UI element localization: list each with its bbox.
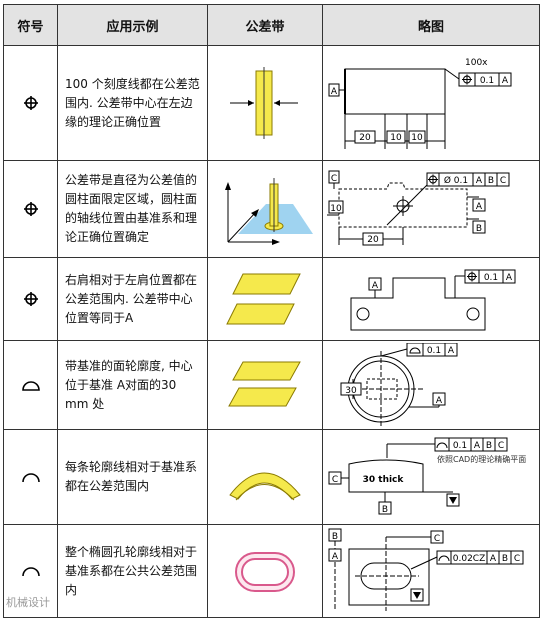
position-icon (24, 202, 38, 216)
datum-label: A (476, 202, 483, 212)
table-row: 每条轮廓线相对于基准系都在公差范围内 C 30 thick B (3, 429, 540, 525)
profile-line-icon (22, 473, 40, 483)
zone-cell (207, 340, 323, 430)
datum-label: A (436, 396, 443, 406)
symbol-cell (3, 340, 58, 430)
zone-cell (207, 160, 323, 258)
example-text: 100 个刻度线都在公差范围内. 公差带中心在左边缘的理论正确位置 (57, 45, 208, 161)
datum-label: C (332, 475, 338, 485)
sketch-hole-position: C 10 20 Ø 0.1 A B (327, 170, 510, 246)
datum-label: C (434, 534, 440, 544)
dim-label: 30 (345, 386, 357, 396)
frame-datum: B (502, 554, 508, 564)
frame-datum: B (488, 176, 494, 186)
watermark: 机械设计 (6, 596, 50, 609)
sketch-oval-hole: B A C 0.02CZ A B (328, 528, 524, 611)
frame-datum: A (490, 554, 497, 564)
frame-datum: A (502, 76, 509, 86)
sketch-cell: B A C 0.02CZ A B (322, 524, 540, 618)
table-row: 右肩相对于左肩位置都在公差范围内. 公差带中心位置等同于A A 0.1 A (3, 257, 540, 341)
cad-note: 依照CAD的理论精确平面 (437, 455, 527, 464)
zone-curved-band-illustration (229, 472, 301, 501)
symbol-cell (3, 45, 58, 161)
frame-datum: B (486, 441, 492, 451)
zone-cell (207, 429, 323, 525)
count-label: 100x (465, 58, 488, 68)
sketch-shoulders: A 0.1 A (350, 269, 516, 331)
zone-two-planes-illustration (228, 361, 301, 407)
frame-datum: C (498, 441, 504, 451)
sketch-cell: 30 0.1 A A (322, 340, 540, 430)
frame-datum: A (448, 346, 455, 356)
frame-value: 0.1 (484, 273, 498, 283)
table-row: 公差带是直径为公差值的圆柱面限定区域，圆柱面的轴线位置由基准系和理论正确位置确定… (3, 160, 540, 258)
frame-value: 0.1 (480, 76, 494, 86)
datum-label: A (372, 281, 379, 291)
tolerance-table: 符号 应用示例 公差带 略图 100 个刻度线都在公差范围内. 公差带中心在左边… (3, 4, 540, 618)
table-row: 100 个刻度线都在公差范围内. 公差带中心在左边缘的理论正确位置 A (3, 45, 540, 161)
example-text: 每条轮廓线相对于基准系都在公差范围内 (57, 429, 208, 525)
datum-label: C (331, 174, 337, 184)
example-text: 右肩相对于左肩位置都在公差范围内. 公差带中心位置等同于A (57, 257, 208, 341)
frame-datum: A (506, 273, 513, 283)
zone-cell (207, 257, 323, 341)
dim-label: 20 (367, 235, 379, 245)
profile-surface-icon (22, 381, 40, 391)
frame-value: 0.1 (427, 346, 441, 356)
datum-label: B (332, 532, 338, 542)
sketch-cell: A 0.1 A (322, 257, 540, 341)
zone-cell (207, 45, 323, 161)
datum-label: A (331, 87, 338, 97)
sketch-cell: C 30 thick B 0.1 A B C (322, 429, 540, 525)
symbol-cell (3, 160, 58, 258)
example-text: 公差带是直径为公差值的圆柱面限定区域，圆柱面的轴线位置由基准系和理论正确位置确定 (57, 160, 208, 258)
datum-label: A (332, 552, 339, 562)
frame-value: Ø 0.1 (444, 175, 468, 186)
zone-oval-ring-illustration (235, 552, 295, 592)
example-text: 整个椭圆孔轮廓线相对于基准系都在公共公差范围内 (57, 524, 208, 618)
dim-label: 20 (359, 133, 371, 143)
zone-cylinder-illustration (225, 178, 313, 245)
sketch-profile-part: C 30 thick B 0.1 A B C (328, 437, 527, 515)
dim-label: 10 (411, 133, 423, 143)
position-icon (24, 292, 38, 306)
dim-label: 10 (390, 133, 402, 143)
sketch-scale-lines: A 20 10 10 100x (328, 58, 512, 149)
zone-two-planes-illustration (226, 273, 301, 325)
example-text: 带基准的面轮廓度, 中心位于基准 A对面的30 mm 处 (57, 340, 208, 430)
table-row: 整个椭圆孔轮廓线相对于基准系都在公共公差范围内 B A C (3, 524, 540, 618)
sketch-circle-part: 30 0.1 A A (340, 343, 458, 427)
frame-datum: A (476, 176, 483, 186)
frame-value: 0.1 (453, 441, 467, 451)
sketch-cell: A 20 10 10 100x (322, 45, 540, 161)
header-row: 符号 应用示例 公差带 略图 (3, 4, 540, 46)
datum-label: B (382, 505, 388, 515)
frame-datum: C (514, 554, 520, 564)
zone-cell (207, 524, 323, 618)
part-label: 30 thick (363, 475, 405, 485)
zone-slab-illustration (230, 67, 298, 139)
header-sketch: 略图 (322, 4, 540, 46)
profile-line-icon (22, 567, 40, 577)
position-icon (24, 96, 38, 110)
header-symbol: 符号 (3, 4, 58, 46)
datum-label: B (476, 224, 482, 234)
table-row: 带基准的面轮廓度, 中心位于基准 A对面的30 mm 处 30 (3, 340, 540, 430)
symbol-cell (3, 524, 58, 618)
frame-datum: A (474, 441, 481, 451)
symbol-cell (3, 429, 58, 525)
header-example: 应用示例 (57, 4, 208, 46)
sketch-cell: C 10 20 Ø 0.1 A B (322, 160, 540, 258)
symbol-cell (3, 257, 58, 341)
header-zone: 公差带 (207, 4, 323, 46)
frame-value: 0.02CZ (453, 554, 486, 564)
dim-label: 10 (330, 204, 342, 214)
frame-datum: C (500, 176, 506, 186)
